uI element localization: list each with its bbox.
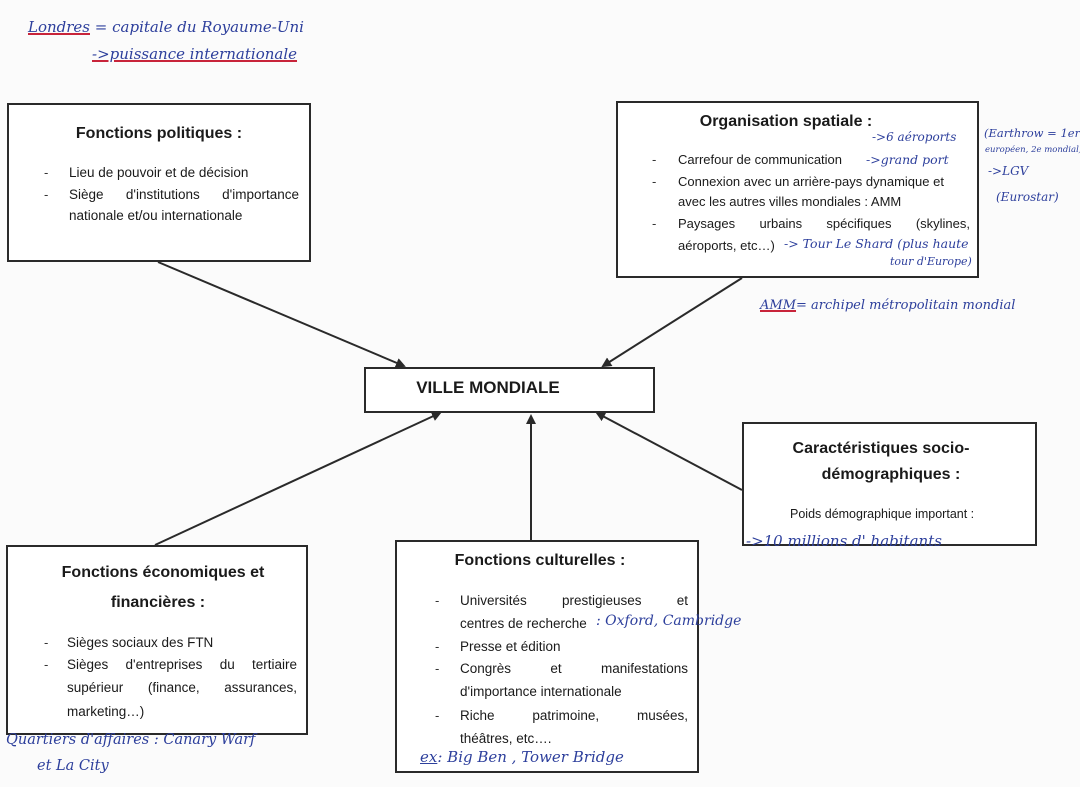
bullet-dash: -: [44, 165, 49, 180]
economiques-title-2: financières :: [110, 594, 206, 611]
spatiale-note-tour: -> Tour Le Shard (plus haute: [784, 236, 969, 251]
culturelles-item-1: Universités prestigieuses et: [460, 593, 688, 608]
culturelles-title: Fonctions culturelles :: [454, 552, 626, 569]
politiques-item-2: Siège d'institutions d'importance: [69, 187, 299, 202]
socio-title-2: démographiques :: [821, 466, 961, 483]
side-note-2: européen, 2e mondial): [985, 145, 1080, 155]
box-spatiale: [616, 101, 979, 278]
socio-item: Poids démographique important :: [790, 507, 975, 521]
bullet-dash: -: [435, 593, 440, 608]
bullet-dash: -: [652, 152, 657, 167]
box-culturelles: [395, 540, 699, 773]
bullet-dash: -: [435, 708, 440, 723]
spatiale-item-2b: avec les autres villes mondiales : AMM: [678, 194, 902, 209]
ex-label: ex: [420, 748, 438, 766]
socio-title-1: Caractéristiques socio-: [792, 440, 970, 457]
box-socio: [742, 422, 1037, 546]
bullet-dash: -: [435, 661, 440, 676]
header-londres: Londres: [28, 18, 90, 36]
header-line1: Londres = capitale du Royaume-Uni: [28, 18, 304, 36]
spatiale-title: Organisation spatiale :: [699, 113, 873, 130]
politiques-title: Fonctions politiques :: [75, 125, 243, 142]
bullet-dash: -: [44, 187, 49, 202]
side-note-3: ->LGV: [988, 164, 1029, 178]
culturelles-item-2: Presse et édition: [460, 639, 561, 654]
side-note-1: (Earthrow = 1er: [984, 126, 1080, 140]
spatiale-item-3b: aéroports, etc…): [678, 238, 775, 253]
side-note-4: (Eurostar): [996, 190, 1059, 204]
arrow-socio: [595, 412, 743, 491]
politiques-item-2b: nationale et/ou internationale: [69, 208, 243, 223]
culturelles-item-1b: centres de recherche: [460, 616, 587, 631]
arrow-spatiale: [601, 277, 743, 368]
economiques-title-1: Fonctions économiques et: [61, 564, 265, 581]
economiques-note-1: Quartiers d'affaires : Canary Warf: [6, 732, 256, 748]
economiques-item-1: Sièges sociaux des FTN: [67, 635, 214, 650]
arrow-politiques: [157, 261, 406, 368]
economiques-item-2c: marketing…): [67, 704, 145, 719]
box-economiques: [6, 545, 308, 735]
amm-def-text: = archipel métropolitain mondial: [796, 298, 1016, 313]
economiques-item-2b: supérieur (finance, assurances,: [67, 680, 297, 695]
box-center: [364, 367, 655, 413]
spatiale-item-1: Carrefour de communication: [678, 152, 843, 167]
culturelles-item-3b: d'importance internationale: [460, 684, 622, 699]
ex-text: : Big Ben , Tower Bridge: [437, 748, 624, 766]
header-line2: ->puissance internationale: [92, 45, 298, 63]
amm-word: AMM: [760, 298, 797, 313]
politiques-item-1: Lieu de pouvoir et de décision: [69, 165, 249, 180]
center-label: VILLE MONDIALE: [416, 378, 560, 397]
economiques-note-2: et La City: [37, 758, 109, 774]
spatiale-item-3: Paysages urbains spécifiques (skylines,: [678, 216, 970, 231]
box-politiques: [7, 103, 311, 262]
socio-note: ->10 millions d' habitants: [746, 532, 942, 550]
culturelles-item-3: Congrès et manifestations: [460, 661, 688, 676]
culturelles-item-4b: théâtres, etc….: [460, 731, 552, 746]
economiques-item-2: Sièges d'entreprises du tertiaire: [67, 657, 297, 672]
arrow-economiques: [154, 411, 442, 546]
spatiale-note-aeroports: ->6 aéroports: [872, 130, 957, 144]
bullet-dash: -: [44, 657, 49, 672]
bullet-dash: -: [435, 639, 440, 654]
spatiale-note-port: ->grand port: [866, 152, 949, 167]
culturelles-item-4: Riche patrimoine, musées,: [460, 708, 688, 723]
bullet-dash: -: [44, 635, 49, 650]
bullet-dash: -: [652, 216, 657, 231]
culturelles-note-ex: ex: Big Ben , Tower Bridge: [420, 748, 624, 766]
header-capitale: = capitale du Royaume-Uni: [94, 18, 304, 36]
spatiale-item-2: Connexion avec un arrière-pays dynamique…: [678, 174, 944, 189]
culturelles-note-uni: : Oxford, Cambridge: [596, 613, 742, 629]
amm-definition: AMM= archipel métropolitain mondial: [760, 298, 1015, 313]
spatiale-note-tour2: tour d'Europe): [890, 255, 972, 268]
bullet-dash: -: [652, 174, 657, 189]
